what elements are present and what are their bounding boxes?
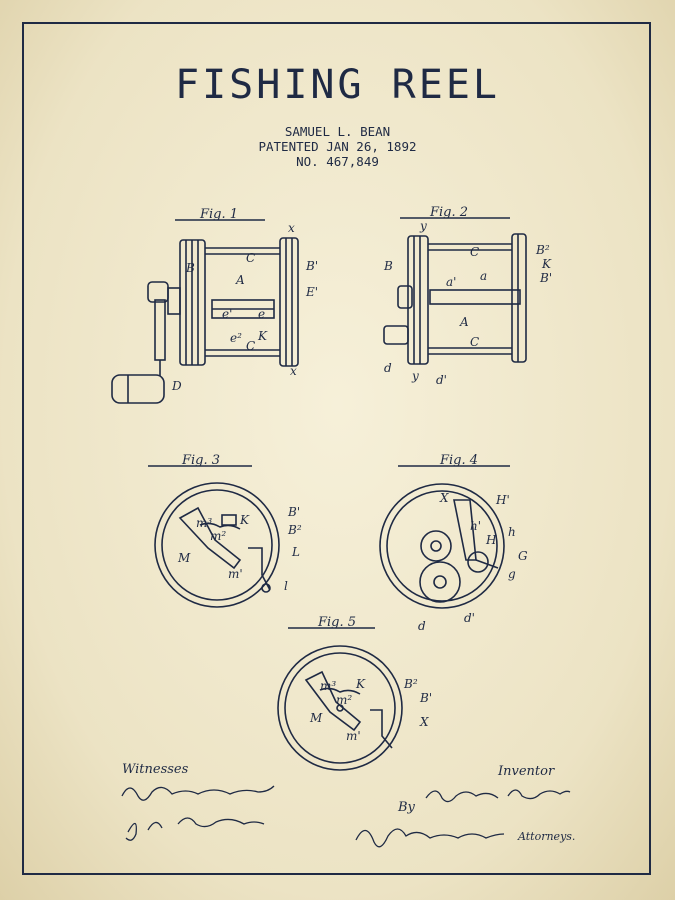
svg-text:X: X	[439, 491, 449, 505]
svg-text:a: a	[480, 269, 487, 283]
svg-text:m²: m²	[210, 529, 226, 543]
svg-text:e: e	[258, 307, 265, 321]
svg-text:C: C	[470, 335, 479, 349]
figure-5: Fig. 5 m³ K m² B² B' M m' X	[277, 615, 432, 771]
svg-text:H: H	[485, 533, 497, 547]
svg-text:H': H'	[495, 493, 510, 507]
svg-text:x: x	[288, 221, 295, 235]
figure-2-label: Fig. 2	[429, 205, 468, 220]
attorneys-label: Attorneys.	[518, 830, 576, 843]
svg-text:B': B'	[305, 259, 318, 273]
svg-text:d: d	[384, 361, 392, 375]
svg-text:M: M	[177, 551, 191, 565]
svg-text:B²: B²	[403, 677, 418, 691]
svg-text:C: C	[246, 251, 255, 265]
svg-text:a': a'	[446, 275, 456, 289]
attorney-signature	[355, 828, 505, 848]
svg-text:A: A	[235, 273, 245, 287]
svg-text:d': d'	[464, 611, 475, 625]
svg-text:B: B	[185, 261, 195, 275]
svg-text:d': d'	[436, 373, 447, 387]
svg-text:m³: m³	[196, 516, 212, 530]
page-title: FISHING REEL	[175, 62, 500, 108]
svg-text:B²: B²	[287, 523, 302, 537]
figure-3: Fig. 3 B' m³ K m² B² L M m' l	[148, 453, 302, 608]
svg-text:m²: m²	[336, 693, 352, 707]
figure-5-label: Fig. 5	[317, 615, 356, 630]
svg-text:G: G	[518, 549, 528, 563]
svg-text:m³: m³	[320, 679, 336, 693]
svg-text:B': B'	[539, 271, 552, 285]
svg-text:K: K	[355, 677, 366, 691]
svg-text:B': B'	[287, 505, 300, 519]
svg-text:C: C	[246, 339, 255, 353]
figure-4: Fig. 4 X H' h' h H G g d d'	[379, 453, 528, 633]
svg-text:E': E'	[305, 285, 318, 299]
witness-signature-2	[125, 817, 265, 841]
svg-text:X: X	[419, 715, 429, 729]
svg-text:e²: e²	[230, 331, 242, 345]
svg-text:h: h	[508, 525, 516, 539]
patent-date: PATENTED JAN 26, 1892	[258, 139, 417, 154]
svg-text:M: M	[309, 711, 323, 725]
svg-text:m': m'	[346, 729, 361, 743]
svg-text:y: y	[419, 219, 427, 233]
svg-text:m': m'	[228, 567, 243, 581]
svg-text:L: L	[291, 545, 300, 559]
attorney-prefix: By	[398, 800, 415, 815]
svg-text:K: K	[541, 257, 552, 271]
figure-2: Fig. 2 y B² B C a' a K B' A C	[383, 205, 552, 387]
border-frame	[22, 22, 651, 875]
svg-text:x: x	[290, 364, 297, 378]
svg-text:K: K	[239, 513, 250, 527]
svg-text:B: B	[383, 259, 393, 273]
svg-text:A: A	[459, 315, 469, 329]
svg-text:y: y	[411, 369, 419, 383]
witness-signature-1	[121, 785, 275, 801]
witnesses-label: Witnesses	[122, 762, 189, 777]
figure-3-label: Fig. 3	[181, 453, 220, 468]
svg-text:B²: B²	[535, 243, 550, 257]
figure-1-label: Fig. 1	[199, 207, 238, 222]
inventor-label: Inventor	[498, 764, 555, 779]
inventor-name: SAMUEL L. BEAN	[284, 124, 391, 139]
figure-4-label: Fig. 4	[439, 453, 478, 468]
figure-1: Fig. 1 x	[111, 207, 318, 404]
svg-text:l: l	[284, 579, 288, 593]
svg-text:C: C	[470, 245, 479, 259]
svg-text:g: g	[508, 567, 516, 581]
svg-text:B': B'	[419, 691, 432, 705]
svg-text:D: D	[171, 379, 182, 393]
inventor-signature	[425, 789, 571, 803]
svg-text:e': e'	[222, 307, 232, 321]
svg-text:h': h'	[470, 519, 481, 533]
svg-text:K: K	[257, 329, 268, 343]
svg-text:d: d	[418, 619, 426, 633]
patent-number: NO. 467,849	[296, 154, 379, 169]
